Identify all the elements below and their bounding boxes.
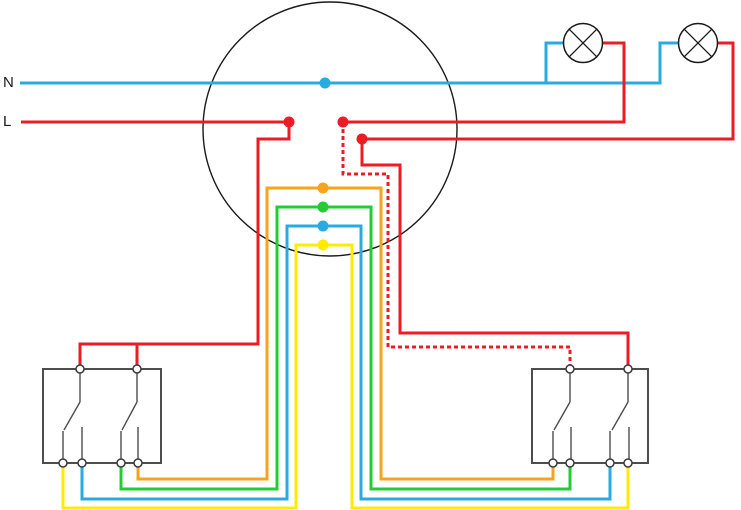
neutral-joint-dot (319, 77, 331, 89)
switch1-gang2-lever (121, 401, 138, 431)
switch1-box (42, 368, 162, 464)
switch-terminal (548, 458, 558, 468)
lamp1-switched-live-wire (343, 41, 626, 124)
neutral-label: N (3, 74, 14, 91)
lamp2-symbol (683, 28, 713, 58)
switch-terminal (116, 458, 126, 468)
live-feed-joint-dot (283, 116, 295, 128)
junction-box (202, 1, 458, 257)
switch-terminal (565, 458, 575, 468)
traveler-yellow-wire (61, 243, 630, 510)
live-feed-wire (21, 120, 291, 366)
live-label: L (3, 113, 12, 130)
yellow-joint-dot (317, 239, 329, 251)
lamp1-joint-dot (337, 116, 349, 128)
switch2-gang1-lever (553, 401, 571, 431)
switch-terminal (133, 458, 143, 468)
green-joint-dot (317, 201, 329, 213)
switch-terminal (58, 458, 68, 468)
switch1-gang1-lever (63, 401, 81, 431)
switch-terminal (565, 364, 575, 374)
switch-terminal (75, 364, 85, 374)
cyan-joint-dot (317, 220, 329, 232)
traveler-green-wire (119, 205, 572, 491)
lamp2-joint-dot (356, 133, 368, 145)
switch-terminal (623, 458, 633, 468)
orange-joint-dot (317, 182, 329, 194)
neutral-branch-lamp1-wire (544, 41, 564, 83)
switch-terminal (605, 458, 615, 468)
switch-terminal (132, 364, 142, 374)
lamp1-symbol (568, 28, 598, 58)
switch2-gang2-lever (611, 401, 629, 431)
switch-terminal (623, 364, 633, 374)
switch-terminal (77, 458, 87, 468)
neutral-wire (20, 41, 679, 85)
switch2-gang2-com-wire (360, 139, 630, 366)
lamp2-switched-live-wire (362, 41, 735, 141)
switch2-gang1-com-dashed-wire (341, 122, 572, 366)
switch2-box (531, 368, 649, 464)
